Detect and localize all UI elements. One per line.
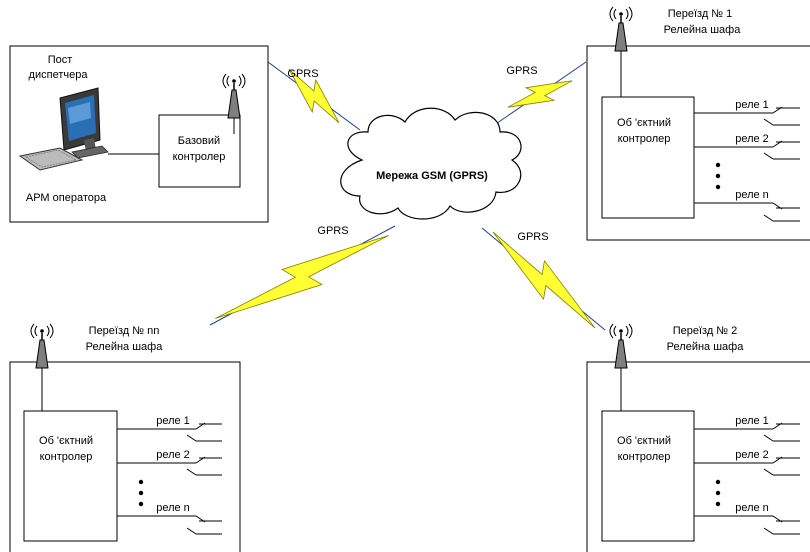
crossing-title-line1: Переїзд № 2 <box>673 325 738 337</box>
gprs-label: GPRS <box>506 65 537 77</box>
gprs-label: GPRS <box>517 231 548 243</box>
relay-label: реле n <box>735 189 769 201</box>
controller-line1: Об 'єктний <box>617 117 671 129</box>
relay-label: реле 1 <box>735 415 769 427</box>
controller-line1: Об 'єктний <box>617 435 671 447</box>
object-controller-box <box>601 96 695 219</box>
crossing-title-line1: Переїзд № 1 <box>668 8 733 20</box>
gprs-links: GPRS GPRS GPRS GPRS <box>209 61 606 331</box>
operator-label: АРМ оператора <box>26 192 107 204</box>
crossing-title-line1: Переїзд № nn <box>89 325 160 337</box>
computer-icon <box>18 87 109 171</box>
relay-label: реле 1 <box>735 99 769 111</box>
relay-label: реле 2 <box>735 133 769 145</box>
controller-line2: контролер <box>618 451 671 463</box>
lightning-icon <box>215 235 389 319</box>
dispatcher-title-line2: диспетчера <box>29 69 89 81</box>
lightning-icon <box>288 68 340 124</box>
dispatcher-post: Пост диспетчера Базовий контролер АРМ оп… <box>9 45 269 223</box>
crossing-nn: Переїзд № nn Релейна шафа Об 'єктний кон… <box>9 323 241 552</box>
lightning-icon <box>507 80 573 108</box>
dispatcher-title-line1: Пост <box>48 54 73 66</box>
gprs-label: GPRS <box>317 225 348 237</box>
network-label: Мережа GSM (GPRS) <box>376 170 488 182</box>
relay-label: реле n <box>735 502 769 514</box>
relay-label: реле n <box>156 502 190 514</box>
crossing-title-line2: Релейна шафа <box>664 24 742 36</box>
relay-label: реле 1 <box>156 415 190 427</box>
controller-line2: контролер <box>40 451 93 463</box>
lightning-icon <box>492 231 596 329</box>
base-controller-line1: Базовий <box>178 135 220 147</box>
controller-line2: контролер <box>618 133 671 145</box>
object-controller-box <box>601 410 695 542</box>
relay-label: реле 2 <box>735 449 769 461</box>
cloud-icon <box>340 107 522 220</box>
relay-label: реле 2 <box>156 449 190 461</box>
crossing-1: Переїзд № 1 Релейна шафа Об 'єктний конт… <box>586 6 810 241</box>
crossing-title-line2: Релейна шафа <box>86 341 164 353</box>
gprs-label: GPRS <box>287 68 318 80</box>
base-controller-line2: контролер <box>173 151 226 163</box>
crossing-2: Переїзд № 2 Релейна шафа Об 'єктний конт… <box>586 323 810 552</box>
controller-line1: Об 'єктний <box>39 435 93 447</box>
base-controller-box <box>158 114 241 188</box>
crossing-title-line2: Релейна шафа <box>667 341 745 353</box>
object-controller-box <box>23 410 118 542</box>
